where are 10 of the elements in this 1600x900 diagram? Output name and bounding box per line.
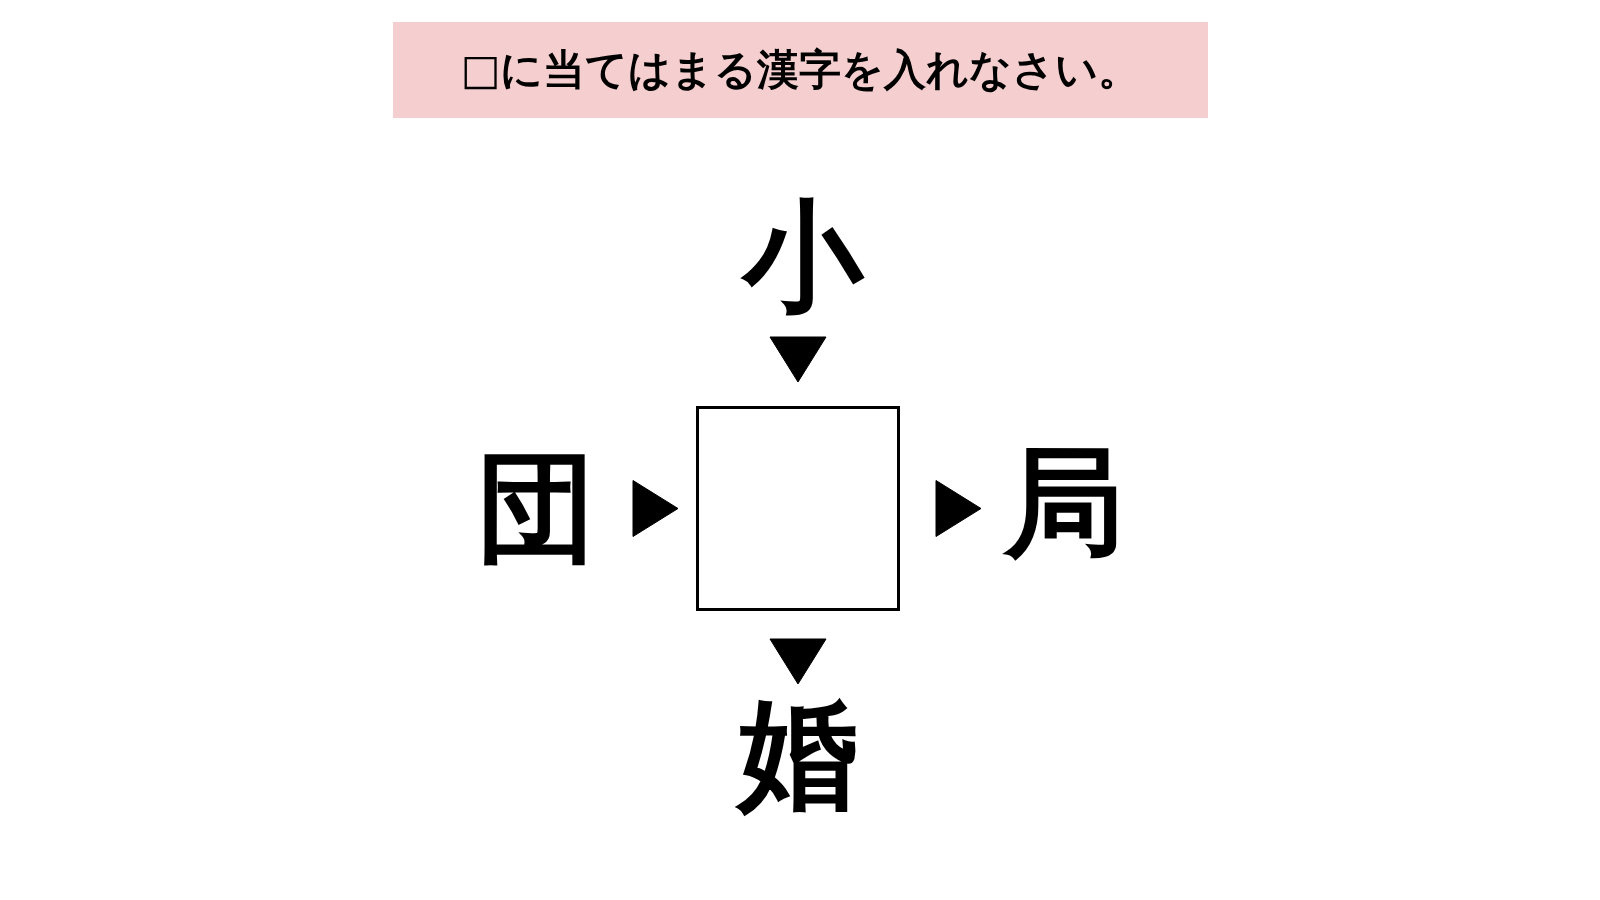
arrow bbox=[632, 480, 679, 537]
kanji-character: 団 bbox=[471, 443, 601, 573]
kanji-character: 小 bbox=[738, 192, 868, 322]
kanji-character: 局 bbox=[999, 438, 1129, 568]
arrow bbox=[769, 336, 827, 383]
title-banner: □に当てはまる漢字を入れなさい。 bbox=[393, 22, 1208, 118]
arrow bbox=[935, 480, 982, 537]
kanji-character: 婚 bbox=[733, 690, 863, 820]
arrow bbox=[769, 638, 827, 685]
answer-box bbox=[696, 406, 900, 611]
